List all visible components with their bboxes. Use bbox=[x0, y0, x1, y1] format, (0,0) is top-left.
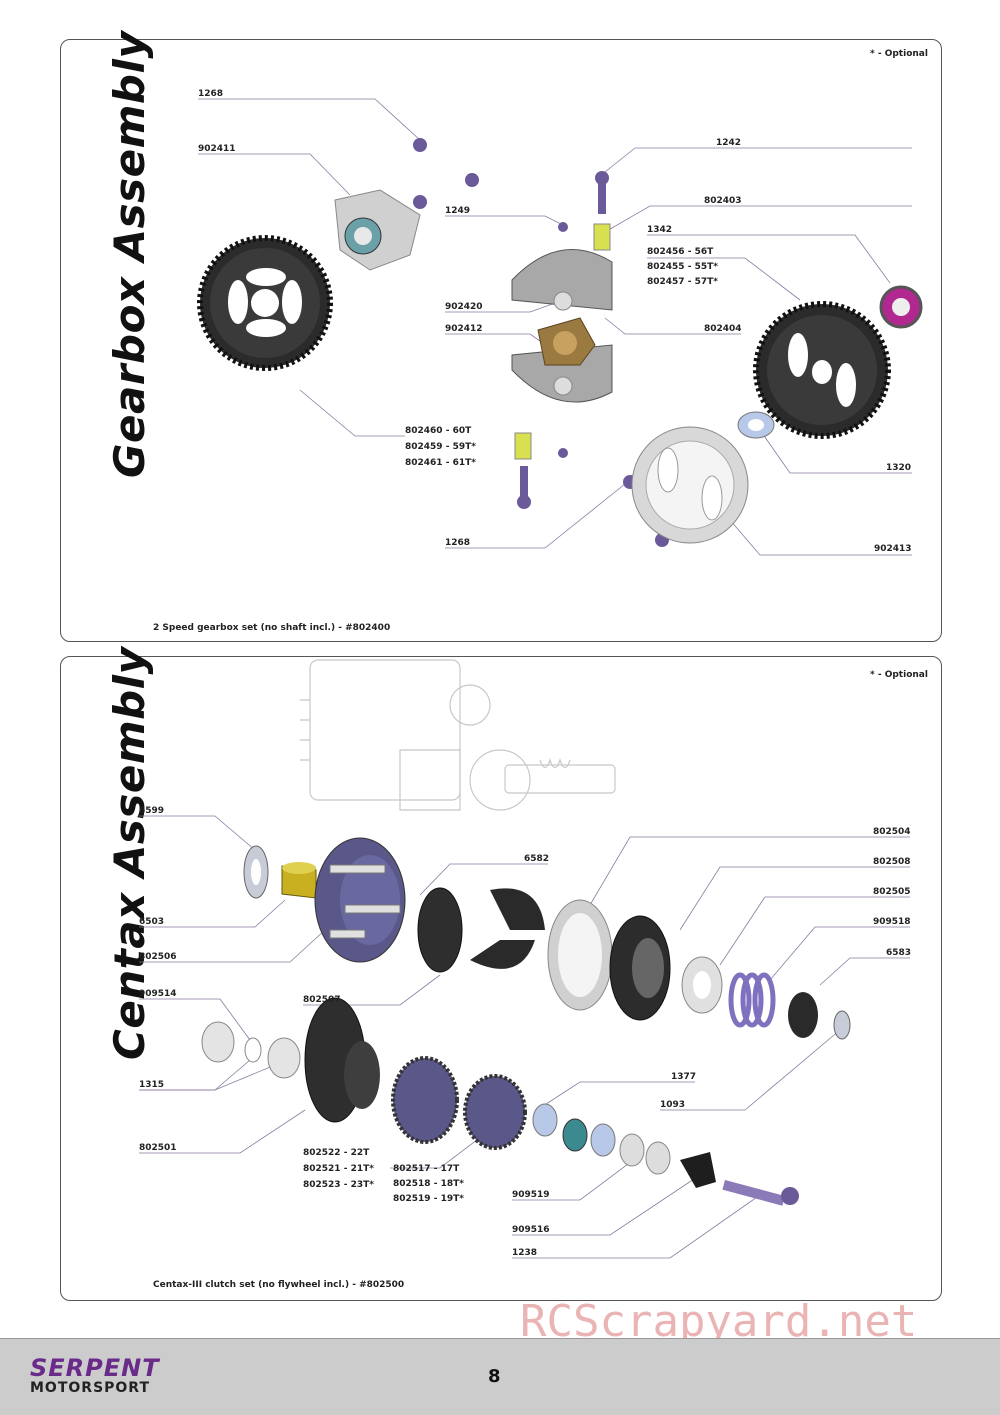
label-6582: 6582 bbox=[524, 854, 550, 864]
label-802455: 802455 - 55T* bbox=[647, 262, 718, 272]
label-802504: 802504 bbox=[873, 827, 911, 837]
label-1238: 1238 bbox=[512, 1248, 538, 1258]
label-802459: 802459 - 59T* bbox=[405, 442, 476, 452]
label-802501: 802501 bbox=[139, 1143, 177, 1153]
label-902412: 902412 bbox=[445, 324, 483, 334]
label-802507: 802507 bbox=[303, 995, 341, 1005]
label-802517: 802517 - 17T bbox=[393, 1164, 460, 1174]
label-1320: 1320 bbox=[886, 463, 912, 473]
label-802522: 802522 - 22T bbox=[303, 1148, 370, 1158]
page-footer bbox=[0, 1338, 1000, 1415]
label-6583: 6583 bbox=[886, 948, 912, 958]
label-1268-bottom: 1268 bbox=[445, 538, 471, 548]
label-802456: 802456 - 56T bbox=[647, 247, 714, 257]
label-802518: 802518 - 18T* bbox=[393, 1179, 464, 1189]
label-902411: 902411 bbox=[198, 144, 236, 154]
label-802460: 802460 - 60T bbox=[405, 426, 472, 436]
spur-gear-60t bbox=[197, 235, 333, 371]
label-902420: 902420 bbox=[445, 302, 483, 312]
gearbox-optional-note: * - Optional bbox=[870, 49, 928, 59]
label-909518: 909518 bbox=[873, 917, 911, 927]
label-802457: 802457 - 57T* bbox=[647, 277, 718, 287]
brand-logo-motorsport: MOTORSPORT bbox=[30, 1380, 151, 1396]
label-1093: 1093 bbox=[660, 1100, 686, 1110]
gearbox-set-note: 2 Speed gearbox set (no shaft incl.) - #… bbox=[153, 623, 391, 633]
label-802521: 802521 - 21T* bbox=[303, 1164, 374, 1174]
centax-set-note: Centax-III clutch set (no flywheel incl.… bbox=[153, 1280, 405, 1290]
label-802403: 802403 bbox=[704, 196, 742, 206]
label-909514: 909514 bbox=[139, 989, 177, 999]
label-802508: 802508 bbox=[873, 857, 911, 867]
label-1242: 1242 bbox=[716, 138, 742, 148]
label-909519: 909519 bbox=[512, 1190, 550, 1200]
label-802519: 802519 - 19T* bbox=[393, 1194, 464, 1204]
label-6599: 6599 bbox=[139, 806, 165, 816]
centax-optional-note: * - Optional bbox=[870, 670, 928, 680]
brand-logo-serpent: SERPENT bbox=[30, 1354, 160, 1382]
label-802505: 802505 bbox=[873, 887, 911, 897]
label-1315: 1315 bbox=[139, 1080, 165, 1090]
label-802523: 802523 - 23T* bbox=[303, 1180, 374, 1190]
label-802461: 802461 - 61T* bbox=[405, 458, 476, 468]
label-802506: 802506 bbox=[139, 952, 177, 962]
label-909516: 909516 bbox=[512, 1225, 550, 1235]
label-1268-top: 1268 bbox=[198, 89, 224, 99]
label-1249: 1249 bbox=[445, 206, 471, 216]
page-number: 8 bbox=[488, 1366, 501, 1387]
label-1342: 1342 bbox=[647, 225, 673, 235]
label-902413: 902413 bbox=[874, 544, 912, 554]
label-6503: 6503 bbox=[139, 917, 165, 927]
label-802404: 802404 bbox=[704, 324, 742, 334]
label-1377: 1377 bbox=[671, 1072, 697, 1082]
